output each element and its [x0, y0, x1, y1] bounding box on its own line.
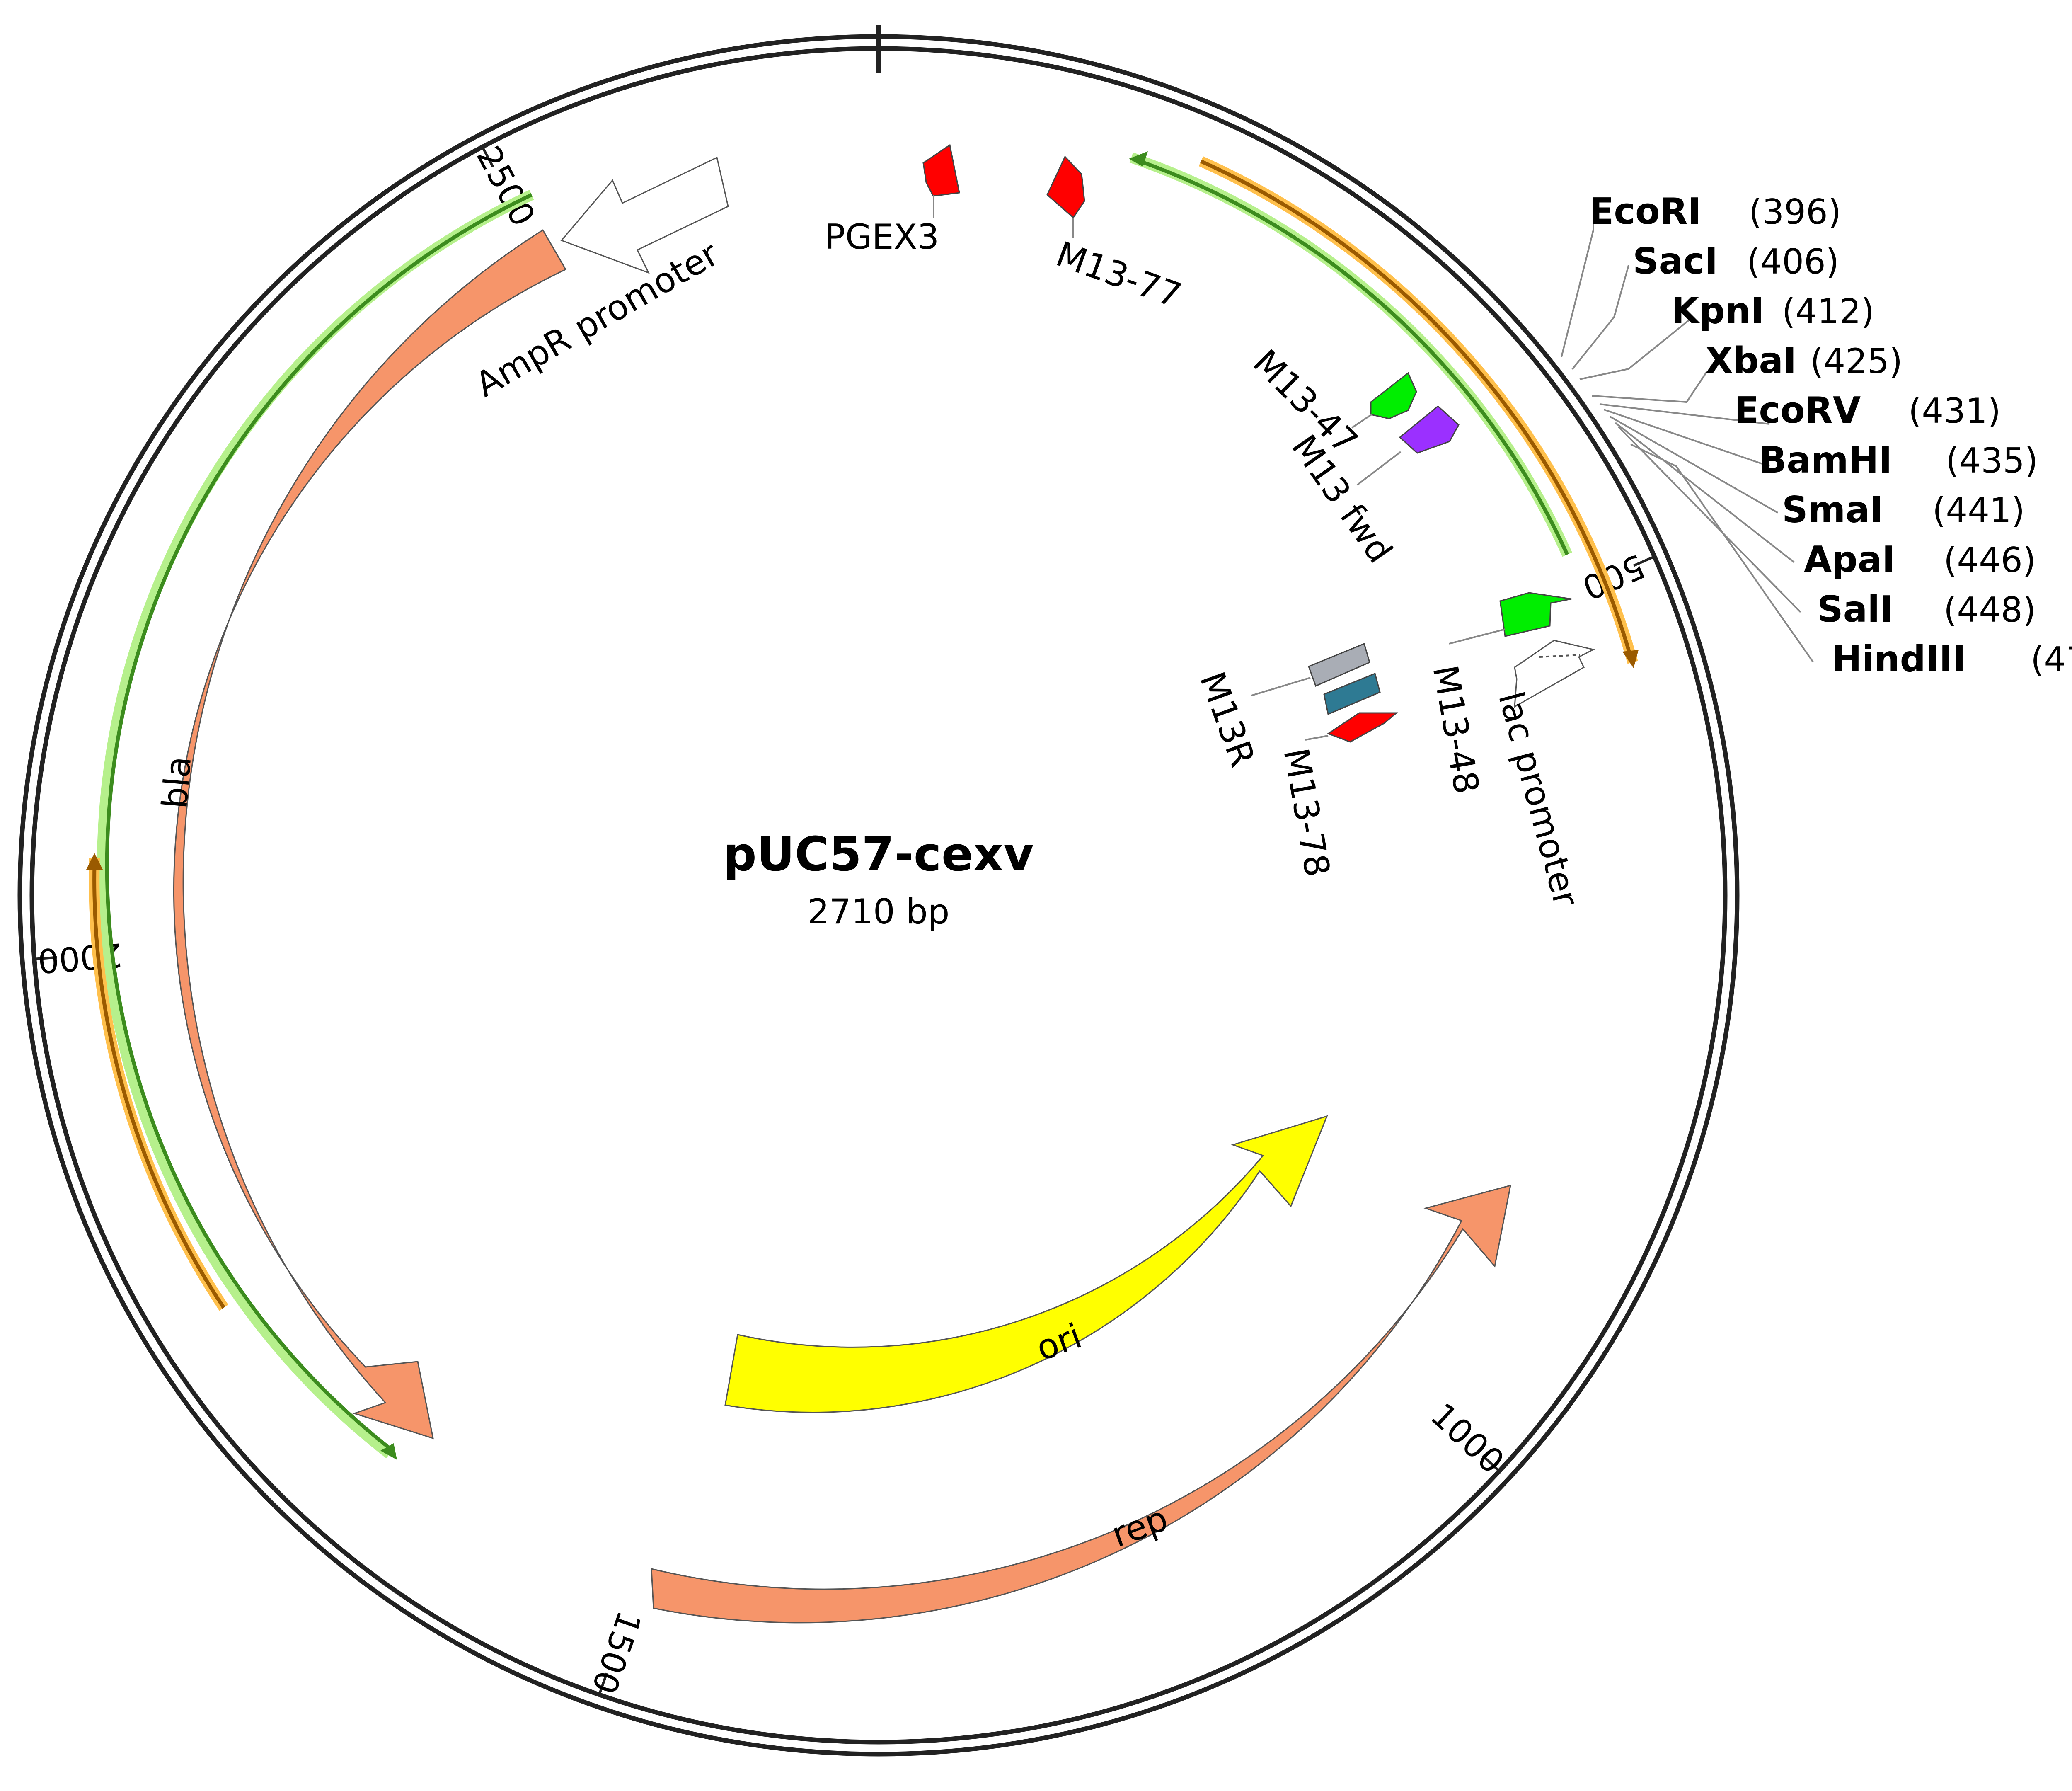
- svg-text:SmaI: SmaI: [1782, 489, 1883, 531]
- feature-ori: [724, 1115, 1328, 1413]
- site-smai: SmaI (441): [1782, 489, 2025, 531]
- svg-text:(435): (435): [1946, 441, 2038, 481]
- svg-text:(396): (396): [1749, 192, 1841, 232]
- tick-label-1500: 1500: [584, 1606, 649, 1699]
- tick-label-1000: 1000: [1423, 1396, 1512, 1481]
- svg-text:(412): (412): [1782, 291, 1874, 332]
- site-hindiii: HindIII (471): [1832, 638, 2072, 680]
- orf-arc-green-bla: [97, 190, 534, 1459]
- svg-text:EcoRI: EcoRI: [1589, 190, 1701, 233]
- feature-rep: [651, 1184, 1511, 1624]
- site-xbai: XbaI (425): [1705, 339, 1903, 382]
- label-lac-promoter: lac promoter: [1491, 688, 1586, 911]
- primer-pgex3: [922, 144, 960, 197]
- svg-text:(448): (448): [1944, 590, 2036, 630]
- orf-arc-green-bla-line: [105, 193, 533, 1452]
- orf-arrow-orange-bla: [86, 853, 103, 870]
- primer-teal: [1323, 672, 1381, 715]
- svg-text:(406): (406): [1747, 242, 1839, 282]
- tick-mark-2000: [34, 956, 57, 960]
- site-ecori: EcoRI (396): [1589, 190, 1841, 233]
- primer-m13-78: [1326, 712, 1399, 743]
- orf-arrow-green-bla: [380, 1443, 397, 1460]
- svg-text:(471): (471): [2031, 640, 2072, 680]
- svg-text:(446): (446): [1944, 540, 2036, 580]
- primer-m13-47: [1370, 372, 1417, 419]
- svg-text:(425): (425): [1810, 341, 1903, 381]
- svg-text:ApaI: ApaI: [1804, 538, 1895, 581]
- features: [173, 156, 1595, 1624]
- primer-m13-48: [1499, 592, 1572, 637]
- label-m13-78: M13-78: [1276, 745, 1338, 880]
- orf-arc-orange-lac: [1198, 156, 1638, 664]
- feature-bla: [173, 229, 567, 1440]
- svg-text:(441): (441): [1932, 490, 2025, 531]
- label-pgex3: PGEX3: [825, 217, 939, 257]
- plasmid-length: 2710 bp: [808, 892, 950, 932]
- primer-leaders: [933, 195, 1506, 741]
- site-saci: SacI (406): [1633, 240, 1839, 282]
- site-sali: SalI (448): [1817, 588, 2036, 630]
- tick-mark-1000: [1481, 1454, 1501, 1472]
- site-bamhi: BamHI (435): [1759, 439, 2038, 481]
- orf-arc-orange-bla-line: [92, 864, 225, 1309]
- orf-arc-green-lac-line: [1138, 159, 1569, 555]
- tick-mark-2500: [481, 146, 494, 168]
- label-bla: bla: [155, 754, 199, 810]
- svg-text:SalI: SalI: [1817, 588, 1893, 630]
- site-kpni: KpnI (412): [1671, 290, 1874, 332]
- label-m13r: M13R: [1192, 666, 1263, 772]
- orf-arrow-orange-lac: [1622, 650, 1639, 668]
- orf-arrow-green-lac: [1129, 151, 1148, 167]
- primer-m13-77: [1046, 155, 1085, 219]
- svg-text:SacI: SacI: [1633, 240, 1718, 282]
- primer-m13-fwd: [1399, 405, 1460, 454]
- site-apai: ApaI (446): [1804, 538, 2036, 581]
- svg-text:HindIII: HindIII: [1832, 638, 1966, 680]
- primers: [922, 144, 1572, 743]
- svg-text:XbaI: XbaI: [1705, 339, 1796, 382]
- orf-arc-orange-lac-line: [1200, 159, 1633, 658]
- svg-text:(431): (431): [1908, 391, 2001, 431]
- svg-text:EcoRV: EcoRV: [1734, 389, 1861, 431]
- tick-mark-1500: [598, 1672, 608, 1695]
- label-m13-48: M13-48: [1425, 662, 1487, 797]
- lac-promoter-dotted: [1539, 654, 1580, 658]
- orf-arcs: [86, 151, 1639, 1460]
- plasmid-name: pUC57-cexv: [723, 827, 1034, 882]
- primer-labels: PGEX3 M13-77 M13-47 M13 fwd M13-48 M13R …: [825, 217, 1487, 880]
- svg-text:KpnI: KpnI: [1671, 290, 1764, 332]
- primer-m13r: [1308, 642, 1370, 687]
- site-ecorv: EcoRV (431): [1734, 389, 2001, 431]
- restriction-sites: EcoRI (396) SacI (406) KpnI (412) XbaI (425)…: [1589, 190, 2072, 680]
- tick-mark-500: [1633, 555, 1655, 567]
- feature-ampr-promoter: [560, 156, 729, 274]
- svg-text:BamHI: BamHI: [1759, 439, 1892, 481]
- site-leaders: [1561, 214, 1814, 663]
- feature-lac-promoter: [1514, 640, 1595, 708]
- label-m13-77: M13-77: [1051, 234, 1186, 316]
